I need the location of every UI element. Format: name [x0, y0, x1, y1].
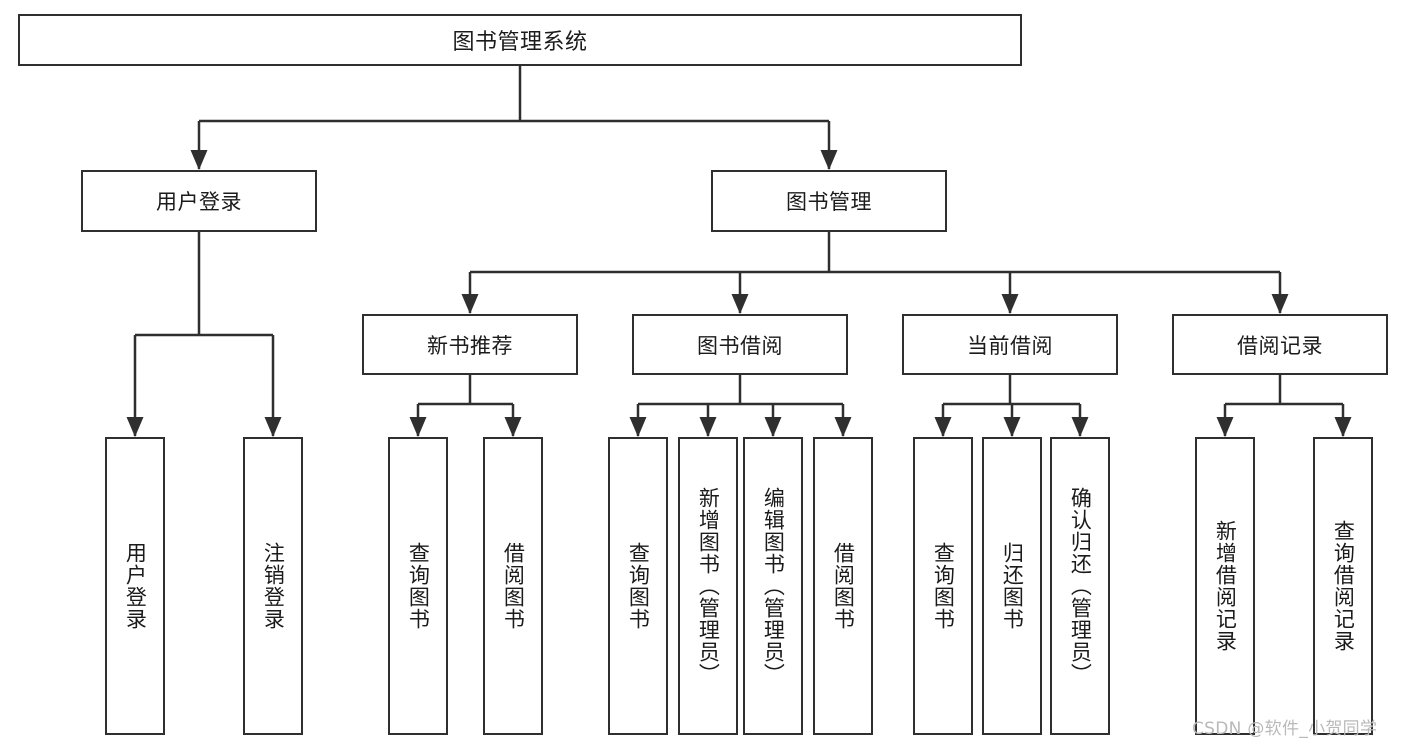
node-label: 新书推荐	[427, 333, 513, 358]
node-user-login[interactable]: 用户登录	[81, 170, 317, 232]
node-leaf-rcd-query[interactable]: 查询借阅记录	[1313, 437, 1373, 735]
node-label: 新增借阅记录	[1213, 520, 1238, 652]
node-label: 新增图书（管理员）	[696, 487, 721, 685]
node-leaf-rec-borrow[interactable]: 借阅图书	[483, 437, 543, 735]
node-leaf-user-logout[interactable]: 注销登录	[243, 437, 303, 735]
node-current-borrow[interactable]: 当前借阅	[902, 314, 1118, 375]
node-label: 图书管理系统	[452, 30, 588, 55]
node-label: 确认归还（管理员）	[1068, 487, 1093, 685]
node-label: 归还图书	[1000, 542, 1025, 630]
node-label: 借阅图书	[831, 542, 856, 630]
node-new-book-rec[interactable]: 新书推荐	[362, 314, 578, 375]
node-leaf-cur-confirm[interactable]: 确认归还（管理员）	[1050, 437, 1110, 735]
node-label: 查询图书	[406, 542, 431, 630]
node-leaf-user-login[interactable]: 用户登录	[105, 437, 165, 735]
node-root[interactable]: 图书管理系统	[18, 14, 1022, 66]
node-label: 借阅记录	[1237, 333, 1323, 358]
node-leaf-brw-query[interactable]: 查询图书	[608, 437, 668, 735]
node-leaf-brw-borrow[interactable]: 借阅图书	[813, 437, 873, 735]
node-borrow-record[interactable]: 借阅记录	[1172, 314, 1388, 375]
node-label: 查询图书	[931, 542, 956, 630]
node-label: 编辑图书（管理员）	[761, 487, 786, 685]
node-leaf-brw-edit[interactable]: 编辑图书（管理员）	[743, 437, 803, 735]
node-leaf-brw-add[interactable]: 新增图书（管理员）	[678, 437, 738, 735]
node-label: 图书借阅	[697, 333, 783, 358]
node-leaf-rec-query[interactable]: 查询图书	[388, 437, 448, 735]
node-leaf-rcd-add[interactable]: 新增借阅记录	[1195, 437, 1255, 735]
node-label: 注销登录	[261, 542, 286, 630]
node-label: 用户登录	[156, 190, 242, 214]
node-book-borrow[interactable]: 图书借阅	[632, 314, 848, 375]
node-label: 图书管理	[786, 190, 872, 214]
node-leaf-cur-return[interactable]: 归还图书	[982, 437, 1042, 735]
node-label: 当前借阅	[967, 333, 1053, 358]
node-label: 借阅图书	[501, 542, 526, 630]
node-book-manage[interactable]: 图书管理	[711, 170, 947, 232]
node-leaf-cur-query[interactable]: 查询图书	[913, 437, 973, 735]
node-label: 用户登录	[123, 542, 148, 630]
node-label: 查询图书	[626, 542, 651, 630]
node-label: 查询借阅记录	[1331, 520, 1356, 652]
